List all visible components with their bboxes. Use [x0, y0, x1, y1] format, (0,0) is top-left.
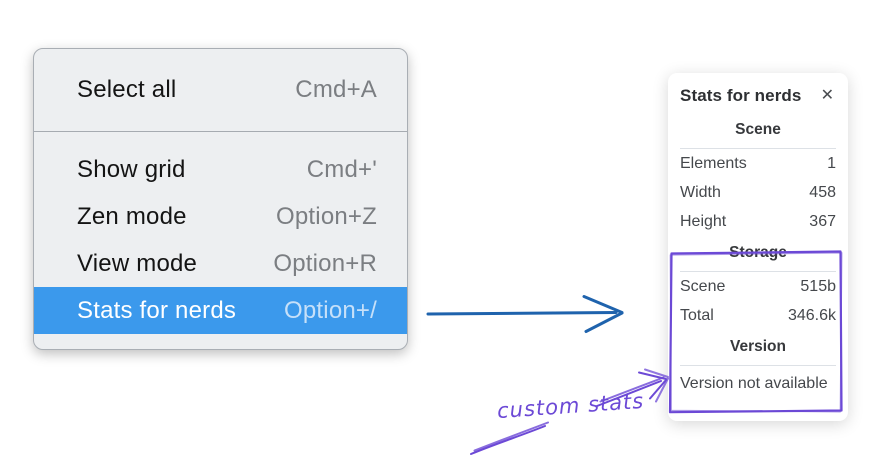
stat-value: 367 [809, 212, 836, 230]
stat-value: 515b [800, 277, 836, 295]
context-menu: Select all Cmd+A Show grid Cmd+' Zen mod… [33, 48, 408, 350]
menu-divider [34, 131, 407, 132]
menu-item-shortcut: Cmd+A [295, 76, 377, 103]
stat-label: Total [680, 306, 714, 324]
menu-item-show-grid[interactable]: Show grid Cmd+' [34, 146, 407, 193]
menu-item-stats-for-nerds[interactable]: Stats for nerds Option+/ [34, 287, 407, 334]
stat-label: Elements [680, 154, 747, 172]
stat-value: 346.6k [787, 306, 836, 324]
menu-item-shortcut: Option+/ [284, 296, 377, 324]
section-header-scene: Scene [735, 121, 781, 138]
stat-row-scene-storage: Scene 515b [680, 272, 836, 301]
stat-row-height: Height 367 [680, 207, 836, 236]
menu-item-label: Stats for nerds [77, 296, 237, 324]
stat-label: Width [680, 183, 721, 201]
stat-row-elements: Elements 1 [680, 149, 836, 178]
custom-stats-annotation-label: custom stats [496, 388, 645, 424]
menu-item-label: Select all [77, 76, 177, 103]
stat-value: 458 [809, 183, 836, 201]
stats-panel-header: Stats for nerds ✕ [680, 86, 836, 106]
menu-item-label: Zen mode [77, 202, 187, 230]
stats-panel-title: Stats for nerds [680, 86, 802, 105]
version-note: Version not available [680, 375, 828, 392]
menu-item-label: Show grid [77, 155, 186, 183]
menu-item-shortcut: Option+Z [276, 202, 377, 230]
menu-item-shortcut: Cmd+' [306, 155, 377, 183]
stat-label: Height [680, 212, 727, 230]
section-divider [680, 148, 836, 149]
section-header-version: Version [730, 338, 786, 355]
stat-row-total-storage: Total 346.6k [680, 301, 836, 330]
menu-item-zen-mode[interactable]: Zen mode Option+Z [34, 193, 407, 240]
stat-row-width: Width 458 [680, 178, 836, 207]
menu-group: Show grid Cmd+' Zen mode Option+Z View m… [34, 132, 407, 348]
menu-item-shortcut: Option+R [273, 249, 377, 277]
menu-item-label: View mode [77, 249, 198, 277]
close-icon[interactable]: ✕ [820, 87, 834, 104]
stat-value: 1 [827, 154, 836, 172]
menu-item-view-mode[interactable]: View mode Option+R [34, 240, 407, 287]
stat-label: Scene [680, 277, 726, 295]
menu-item-select-all[interactable]: Select all Cmd+A [34, 49, 407, 131]
section-header-storage: Storage [729, 244, 787, 261]
blue-arrow [426, 295, 624, 333]
stats-panel: Stats for nerds ✕ Scene Elements 1 Width… [668, 73, 848, 421]
